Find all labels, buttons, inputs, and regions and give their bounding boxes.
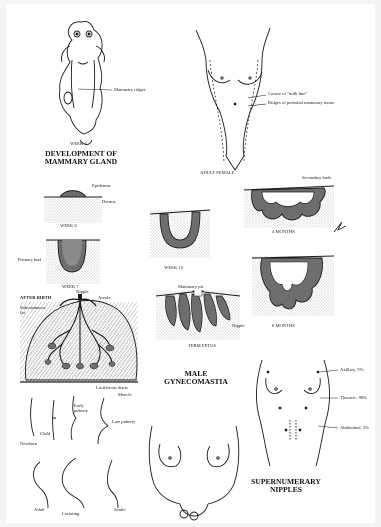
section-week10 (150, 210, 210, 258)
title-gynecomastia: MALE GYNECOMASTIA (164, 370, 228, 386)
title-supernumerary: SUPERNUMERARY NIPPLES (242, 478, 330, 494)
supernumerary-figure (256, 360, 329, 466)
label-abdominal: Abdominal, 5% (340, 426, 369, 431)
label-secondary-buds: Secondary buds (302, 176, 331, 181)
newborn-profile (31, 398, 34, 436)
label-week10: WEEK 10 (164, 266, 183, 271)
label-ridges-potential: Ridges of potential mammary tissue (268, 101, 334, 106)
section-4-months (244, 186, 334, 228)
pointer-mark (334, 222, 346, 232)
adult-female-figure (196, 28, 270, 170)
label-nipple-term-fetus: Nipple (232, 324, 245, 329)
label-4-months: 4 MONTHS (272, 230, 295, 235)
drawing-canvas (6, 4, 375, 523)
late-puberty-profile (98, 398, 108, 444)
title-development: DEVELOPMENT OF MAMMARY GLAND (36, 150, 126, 166)
label-subcutaneous-fat: Subcutaneous fat (20, 306, 50, 315)
label-adult-female: ADULT FEMALE (200, 171, 235, 176)
lactating-profile (62, 458, 84, 508)
gynecomastia-figure (149, 426, 239, 520)
label-week6: WEEK 6 (60, 224, 77, 229)
label-newborn: Newborn (20, 442, 37, 447)
senile-profile (107, 460, 118, 508)
label-child: Child (40, 432, 50, 437)
label-lactating: Lactating (62, 512, 79, 517)
label-late-puberty: Late puberty (112, 420, 135, 425)
label-after-birth: AFTER BIRTH (20, 296, 51, 301)
label-epidermis: Epidermis (92, 184, 111, 189)
label-6-months: 6 MONTHS (272, 324, 295, 329)
section-6-months (252, 256, 334, 316)
label-axillary: Axillary, 5% (340, 368, 363, 373)
label-week4: WEEK 4 (70, 142, 87, 147)
embryo-week4 (59, 21, 104, 144)
label-milk-line: Course of "milk line" (268, 92, 307, 97)
adult-profile (34, 462, 49, 508)
child-profile (53, 400, 57, 440)
mammary-ridges-leader (78, 89, 112, 90)
label-senile: Senile (114, 508, 125, 513)
label-dermis: Dermis (102, 200, 116, 205)
label-thoracic: Thoracic, 90% (340, 396, 367, 401)
label-mammary-pit: Mammary pit (178, 285, 203, 290)
label-term-fetus: TERM FETUS (188, 344, 216, 349)
label-mammary-ridges: Mammary ridges (114, 88, 146, 93)
section-week6 (44, 191, 102, 223)
section-week7 (46, 240, 100, 284)
label-adult: Adult (34, 508, 44, 513)
illustration-sheet: Mammary ridges WEEK 4 DEVELOPMENT OF MAM… (6, 4, 375, 523)
label-areola: Areola (98, 296, 111, 301)
label-nipple-after-birth: Nipple (76, 290, 89, 295)
label-primary-bud: Primary bud (18, 258, 41, 263)
section-term-fetus (156, 290, 240, 340)
label-lactiferous-ducts: Lactiferous ducts (96, 386, 128, 391)
label-early-puberty: Early puberty (74, 404, 92, 413)
label-muscle: Muscle (118, 393, 132, 398)
